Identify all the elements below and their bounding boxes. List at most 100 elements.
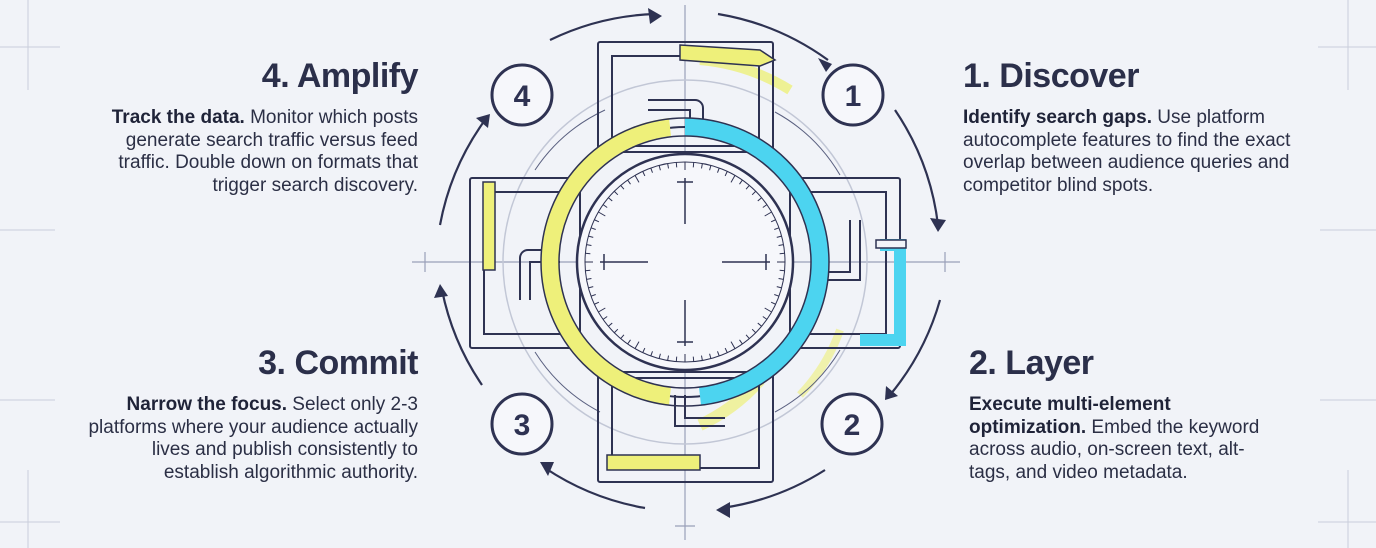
step-discover: 1. Discover Identify search gaps. Use pl… <box>963 57 1293 197</box>
step-description: Narrow the focus. Select only 2-3 platfo… <box>80 394 418 484</box>
dial-tick <box>776 286 782 289</box>
dial-tick <box>594 301 600 305</box>
yellow-band <box>540 118 672 405</box>
dial-tick <box>745 185 750 190</box>
step-number: 3 <box>514 409 531 442</box>
dial-tick <box>762 204 768 208</box>
dial-tick <box>642 347 646 353</box>
step-text: Use platform autocomplete features to fi… <box>963 107 1291 196</box>
dial-tick <box>594 219 600 223</box>
dial-tick <box>709 353 712 359</box>
dial-tick <box>770 219 776 223</box>
dial-tick <box>745 334 750 339</box>
dial-tick <box>658 353 661 359</box>
step-layer: 2. Layer Execute multi-element optimizat… <box>969 344 1269 484</box>
step-text: Monitor which posts generate search traf… <box>118 107 418 196</box>
dial-tick <box>770 301 776 305</box>
dial-tick <box>598 307 606 313</box>
dial-tick <box>730 341 736 349</box>
guide-circle <box>502 79 868 445</box>
step-number: 4 <box>514 80 531 113</box>
dial-tick <box>602 204 608 208</box>
dial-tick <box>757 197 762 202</box>
step-badge-3: 3 <box>490 392 554 456</box>
dial-crosshair <box>600 178 770 346</box>
dial-tick <box>613 328 619 334</box>
dial-tick <box>701 163 703 169</box>
dial-tick <box>613 190 619 196</box>
dial-tick <box>764 211 772 217</box>
step-title: 3. Commit <box>258 344 418 382</box>
dial-tick <box>658 165 661 171</box>
step-lead: Track the data. <box>111 107 245 129</box>
step-commit: 3. Commit Narrow the focus. Select only … <box>80 344 418 484</box>
dial-tick <box>701 355 703 361</box>
cycle-arrows <box>438 12 942 510</box>
step-description: Track the data. Monitor which posts gene… <box>90 107 418 197</box>
step-badge-1: 1 <box>821 63 885 127</box>
step-lead: Execute multi-element optimization. <box>969 394 1171 438</box>
dial-tick <box>751 328 757 334</box>
step-number: 2 <box>844 409 861 442</box>
dial-tick <box>586 244 592 246</box>
dial-tick <box>751 190 757 196</box>
dial-tick <box>667 355 669 361</box>
step-text: Embed the keyword across audio, on-scree… <box>969 416 1260 483</box>
dial-tick <box>757 322 762 327</box>
dial-tick <box>776 235 782 238</box>
step-text: Select only 2-3 platforms where your aud… <box>88 394 418 483</box>
dial-tick <box>724 347 728 353</box>
dial-tick <box>764 307 772 313</box>
dial-tick <box>627 339 631 345</box>
arrow-heads <box>434 8 946 518</box>
dial-tick <box>739 179 743 185</box>
step-title: 4. Amplify <box>261 57 419 95</box>
dial-tick <box>588 235 594 238</box>
dial-tick <box>590 294 596 297</box>
dial-tick <box>667 163 669 169</box>
step-title: 1. Discover <box>963 57 1139 95</box>
dial-tick <box>588 286 594 289</box>
dial-tick <box>724 171 728 177</box>
highlight-arc <box>797 328 844 398</box>
cyan-bracket <box>860 239 906 346</box>
dial-tick <box>602 316 608 320</box>
dial-tick <box>627 179 631 185</box>
dial-tick <box>717 351 720 357</box>
step-lead: Narrow the focus. <box>126 394 288 416</box>
dial-tick <box>620 334 625 339</box>
step-description: Identify search gaps. Use platform autoc… <box>963 107 1293 197</box>
step-title: 2. Layer <box>969 344 1094 382</box>
dial-tick <box>774 294 780 297</box>
dial-tick <box>608 322 613 327</box>
dial-tick <box>762 316 768 320</box>
dial-tick <box>730 175 736 183</box>
dial-tick <box>608 197 613 202</box>
dial-tick <box>774 227 780 230</box>
dial-tick <box>709 165 712 171</box>
dial-tick <box>642 171 646 177</box>
dial-tick <box>778 278 784 280</box>
step-lead: Identify search gaps. <box>963 107 1153 129</box>
step-amplify: 4. Amplify Track the data. Monitor which… <box>90 57 419 197</box>
dial-tick <box>739 339 743 345</box>
step-number: 1 <box>845 80 862 113</box>
dial-tick <box>598 211 606 217</box>
dial-tick <box>586 278 592 280</box>
dial-tick <box>650 167 653 173</box>
dial-tick <box>634 175 640 183</box>
dial-tick <box>778 244 784 246</box>
step-description: Execute multi-element optimization. Embe… <box>969 394 1269 484</box>
dial-ticks <box>585 162 785 362</box>
dial-tick <box>590 227 596 230</box>
dial-tick <box>717 167 720 173</box>
inner-dial <box>575 152 795 372</box>
step-badge-2: 2 <box>820 392 884 456</box>
cyan-band <box>684 118 830 405</box>
step-badge-4: 4 <box>490 63 554 127</box>
dial-tick <box>620 185 625 190</box>
dial-tick <box>634 341 640 349</box>
yellow-pipes <box>482 44 777 471</box>
